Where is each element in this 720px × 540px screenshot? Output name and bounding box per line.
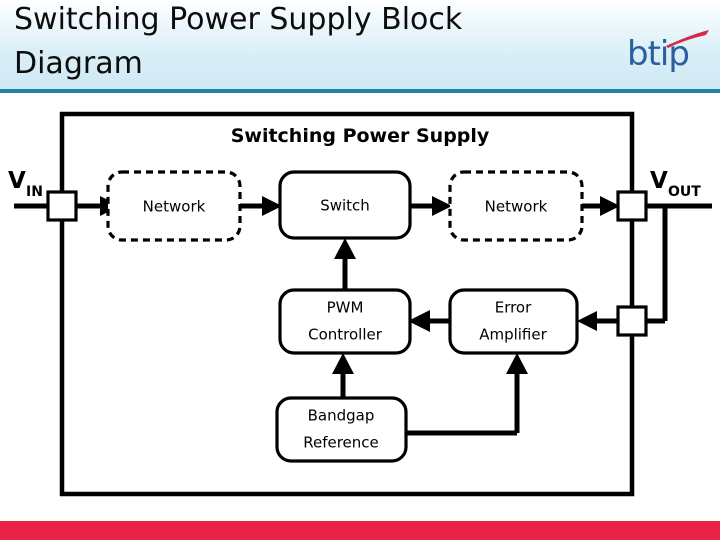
footer-accent-bar: [0, 521, 720, 540]
vin-label: V: [8, 168, 26, 194]
vout-subscript: OUT: [668, 184, 701, 200]
arrowhead-vout: [600, 196, 620, 216]
feedback-node: [616, 305, 648, 337]
block-error-amplifier-label-line2: Amplifier: [479, 326, 547, 344]
vin-subscript: IN: [26, 184, 43, 200]
arrowhead-pwm-controller: [408, 310, 430, 332]
page-header: Switching Power Supply Block Diagram bti…: [0, 0, 720, 89]
block-output-network-label: Network: [485, 198, 548, 216]
arrowhead-switch-gate: [334, 238, 356, 259]
block-pwm-controller-label-line2: Controller: [308, 326, 383, 344]
block-error-amplifier-label-line1: Error: [495, 299, 532, 317]
swoosh-icon: [666, 30, 709, 48]
arrowhead-error-amplifier: [577, 311, 597, 331]
vout-label: V: [650, 168, 668, 194]
arrowhead-pwm-ref: [332, 353, 354, 374]
block-pwm-controller-label-line1: PWM: [327, 299, 364, 317]
btip-logo: btip: [627, 30, 711, 83]
block-input-network-label: Network: [143, 198, 206, 216]
block-bandgap-reference-label-line2: Reference: [303, 434, 379, 452]
page-title: Switching Power Supply Block Diagram: [14, 2, 472, 81]
supply-boundary-box: [59, 111, 635, 497]
block-switch-label: Switch: [320, 197, 370, 215]
block-diagram: Switching Power Supply Network Switch Ne…: [0, 93, 720, 513]
diagram-title: Switching Power Supply: [231, 125, 490, 147]
arrowhead-switch: [262, 196, 282, 216]
arrowhead-output-network: [432, 196, 452, 216]
vout-node: [616, 190, 648, 222]
arrowhead-error-amplifier-ref: [506, 353, 528, 374]
header-divider-rule: [0, 89, 720, 93]
vin-node: [46, 190, 78, 222]
block-bandgap-reference-label-line1: Bandgap: [308, 407, 375, 425]
